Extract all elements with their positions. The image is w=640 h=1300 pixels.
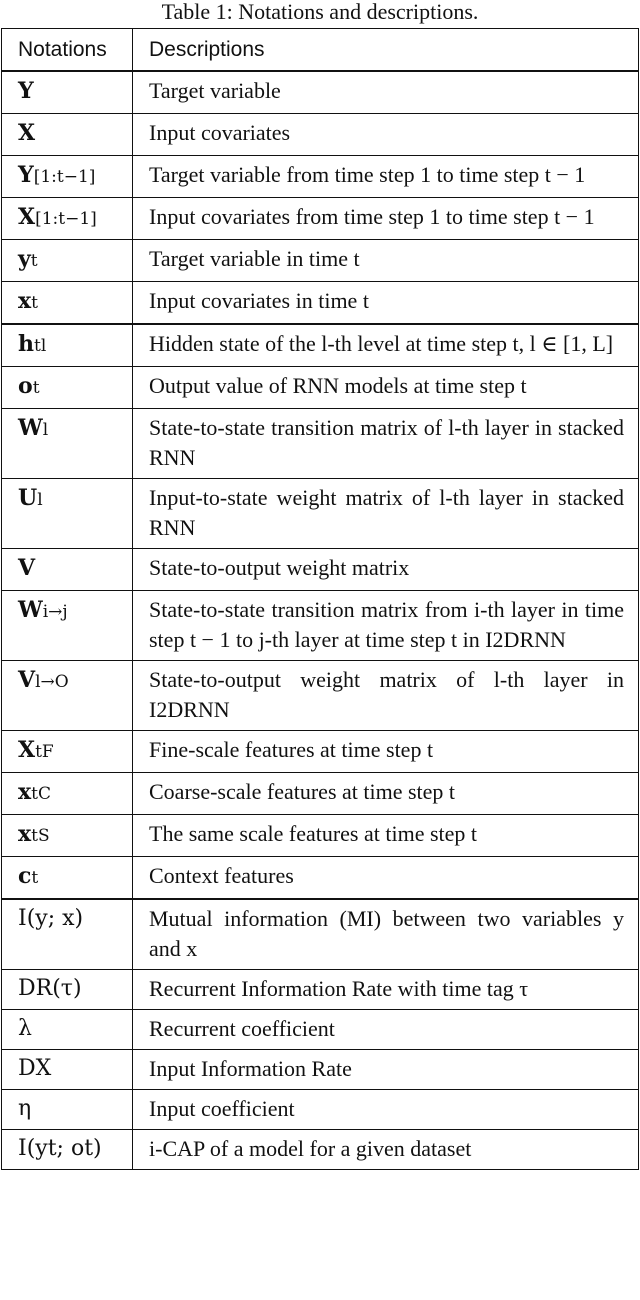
description-cell: Context features <box>132 856 639 900</box>
description-cell: Mutual information (MI) between two vari… <box>132 898 639 970</box>
notation-cell: Ul <box>1 478 133 549</box>
table-row: DR(τ)Recurrent Information Rate with tim… <box>1 969 639 1010</box>
notation-cell: λ <box>1 1009 133 1050</box>
notation-cell: xtC <box>1 772 133 815</box>
description-cell: Input-to-state weight matrix of l-th lay… <box>132 478 639 549</box>
description-cell: Input Information Rate <box>132 1049 639 1090</box>
notation-cell: ot <box>1 366 133 409</box>
description-cell: Target variable <box>132 70 639 114</box>
notation-cell: Wi→j <box>1 590 133 661</box>
notation-cell: I(yt; ot) <box>1 1129 133 1170</box>
description-cell: Input covariates from time step 1 to tim… <box>132 197 639 240</box>
header-notations: Notations <box>1 28 133 72</box>
notation-cell: Vl→O <box>1 660 133 731</box>
notation-cell: DR(τ) <box>1 969 133 1010</box>
notation-cell: xtS <box>1 814 133 857</box>
notation-cell: η <box>1 1089 133 1130</box>
description-cell: Output value of RNN models at time step … <box>132 366 639 409</box>
header-descriptions: Descriptions <box>132 28 639 72</box>
table-header-row: Notations Descriptions <box>1 28 639 72</box>
description-cell: Input covariates in time t <box>132 281 639 325</box>
description-cell: Target variable in time t <box>132 239 639 282</box>
notation-cell: ct <box>1 856 133 900</box>
notation-cell: Y <box>1 70 133 114</box>
notation-cell: XtF <box>1 730 133 773</box>
table-caption: Table 1: Notations and descriptions. <box>161 0 479 24</box>
description-cell: Fine-scale features at time step t <box>132 730 639 773</box>
table-row: I(yt; ot)i-CAP of a model for a given da… <box>1 1129 639 1170</box>
description-cell: State-to-output weight matrix <box>132 548 639 591</box>
description-cell: State-to-state transition matrix from i-… <box>132 590 639 661</box>
notation-cell: DX <box>1 1049 133 1090</box>
description-cell: The same scale features at time step t <box>132 814 639 857</box>
table-row: X[1:t−1]Input covariates from time step … <box>1 197 639 240</box>
notation-cell: Wl <box>1 408 133 479</box>
description-cell: Recurrent Information Rate with time tag… <box>132 969 639 1010</box>
description-cell: Input coefficient <box>132 1089 639 1130</box>
notation-cell: X <box>1 113 133 156</box>
description-cell: State-to-output weight matrix of l-th la… <box>132 660 639 731</box>
notation-cell: yt <box>1 239 133 282</box>
description-cell: State-to-state transition matrix of l-th… <box>132 408 639 479</box>
notation-cell: I(y; x) <box>1 898 133 970</box>
description-cell: Target variable from time step 1 to time… <box>132 155 639 198</box>
notation-cell: X[1:t−1] <box>1 197 133 240</box>
description-cell: i-CAP of a model for a given dataset <box>132 1129 639 1170</box>
notation-cell: htl <box>1 323 133 367</box>
notation-cell: V <box>1 548 133 591</box>
description-cell: Hidden state of the l-th level at time s… <box>132 323 639 367</box>
notation-cell: Y[1:t−1] <box>1 155 133 198</box>
description-cell: Input covariates <box>132 113 639 156</box>
table-row: I(y; x)Mutual information (MI) between t… <box>1 898 639 970</box>
description-cell: Recurrent coefficient <box>132 1009 639 1050</box>
notation-cell: xt <box>1 281 133 325</box>
description-cell: Coarse-scale features at time step t <box>132 772 639 815</box>
table-row: Y[1:t−1]Target variable from time step 1… <box>1 155 639 198</box>
